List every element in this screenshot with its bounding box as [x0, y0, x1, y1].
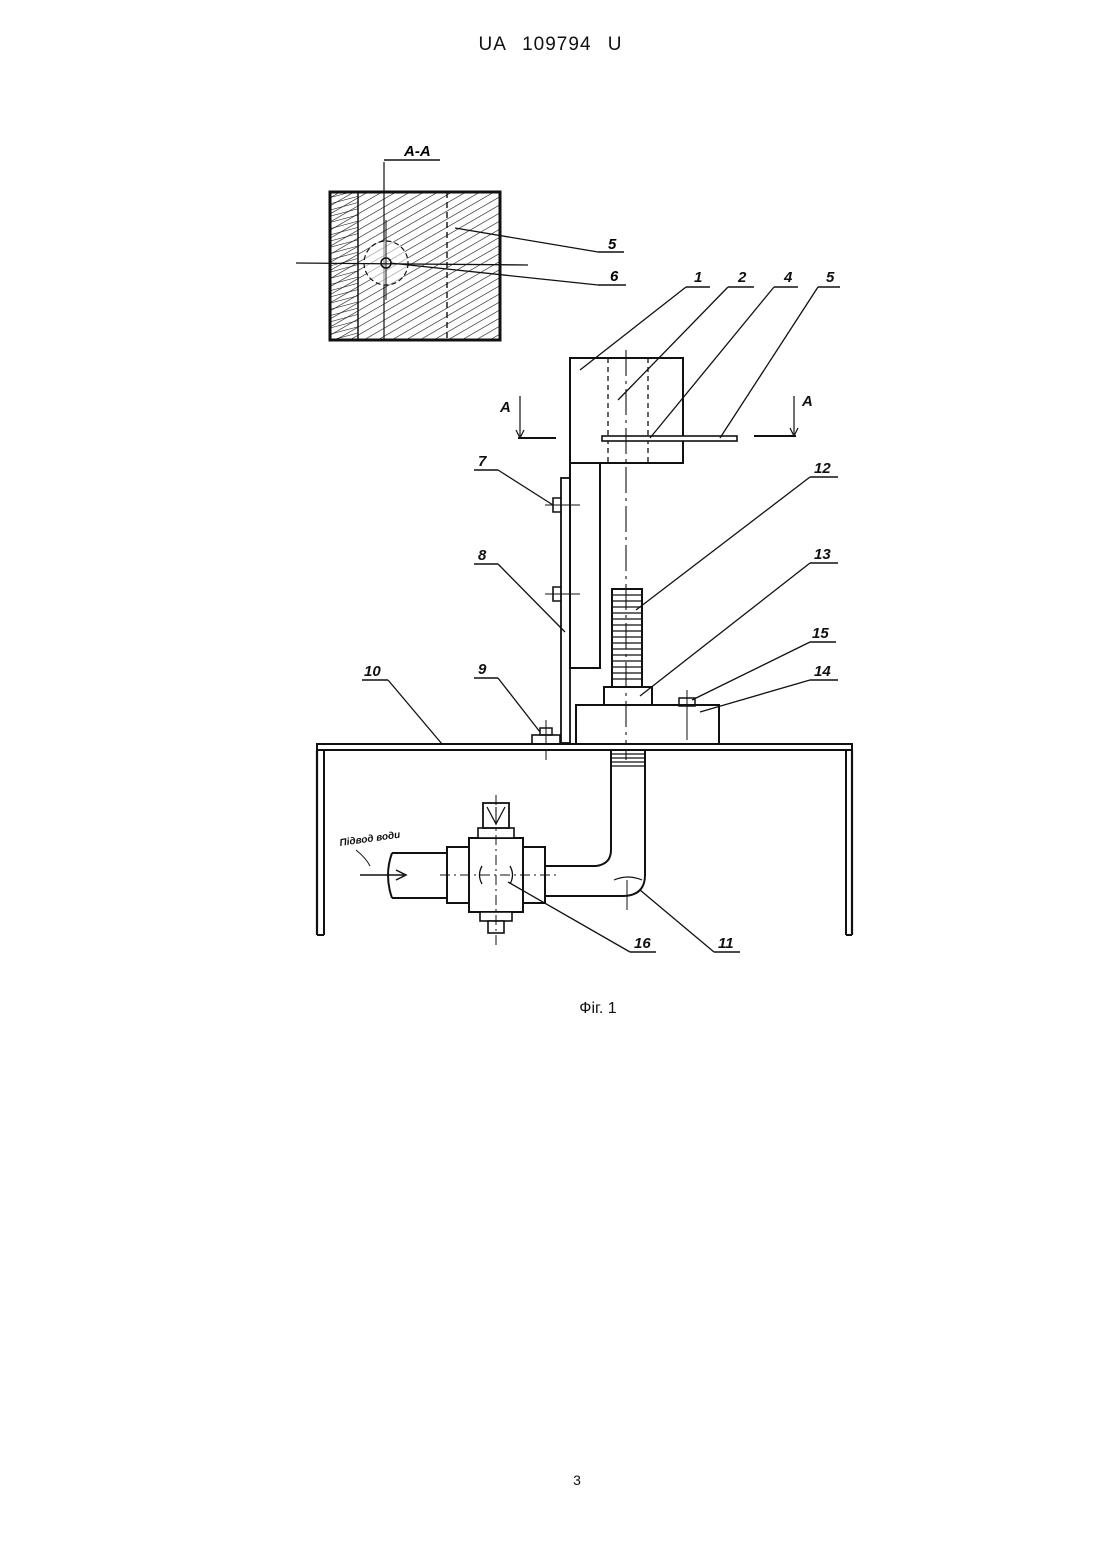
callout-8: 8	[478, 547, 487, 564]
callout-4: 4	[783, 269, 793, 286]
callout-11: 11	[718, 935, 734, 952]
callout-16: 16	[634, 935, 651, 952]
callout-1: 1	[694, 269, 702, 286]
callout-13: 13	[814, 546, 831, 563]
callout-10: 10	[364, 663, 381, 680]
page-number: 3	[0, 1472, 1101, 1488]
callout-14: 14	[814, 663, 831, 680]
callout-5: 5	[826, 269, 835, 286]
callout-7: 7	[478, 453, 487, 470]
technical-drawing: A-A 5 6	[0, 0, 1101, 1000]
section-label: A-A	[403, 143, 431, 160]
callout-2: 2	[737, 269, 747, 286]
callout-12: 12	[814, 460, 831, 477]
figure-caption: Фіг. 1	[0, 1000, 1101, 1018]
cut-label-left: A	[499, 399, 511, 416]
callout-15: 15	[812, 625, 829, 642]
section-view-a-a: A-A 5 6	[296, 143, 626, 340]
callout-9: 9	[478, 661, 487, 678]
main-assembly	[317, 350, 852, 945]
callout-6: 6	[610, 268, 619, 285]
cut-label-right: A	[801, 393, 813, 410]
inlet-label: Підвод води	[339, 830, 401, 849]
callout-5-section: 5	[608, 236, 617, 253]
